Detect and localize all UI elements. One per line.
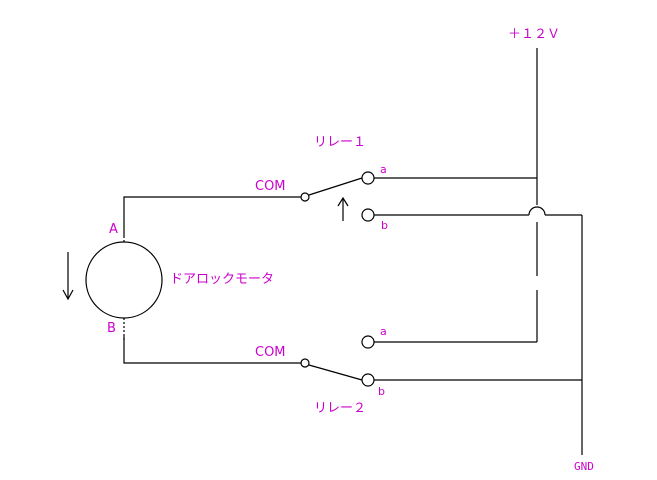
relay1-b-wire-crossover <box>528 206 546 216</box>
relay2-switch-arm <box>308 364 363 381</box>
relay2-contact-a-terminal <box>361 335 375 349</box>
motor-direction-arrow-head <box>62 289 74 301</box>
relay1-contact-a-terminal <box>361 171 375 185</box>
relay1-contact-b-terminal <box>361 208 375 222</box>
relay1-label: リレー１ <box>314 135 366 150</box>
relay2-com-label: COM <box>255 345 286 360</box>
motor-terminal-b-label: B <box>107 321 116 336</box>
relay1-contact-a-label: a <box>380 163 387 176</box>
relay2-com-terminal <box>300 358 310 368</box>
relay1-switch-arm <box>308 177 363 196</box>
ground-label: GND <box>574 460 594 473</box>
relay2-com-to-motor-wire <box>123 336 301 364</box>
relay2-contact-b-label: b <box>378 385 385 398</box>
supply-label: ＋１２Ｖ <box>508 27 560 42</box>
relay1-com-to-motor-wire <box>123 196 301 236</box>
relay2-contact-a-label: a <box>380 325 387 338</box>
relay1-com-label: COM <box>255 179 286 194</box>
relay1-com-terminal <box>300 192 310 202</box>
relay2-contact-b-terminal <box>361 373 375 387</box>
motor-terminal-a-label: A <box>109 222 118 237</box>
motor-label: ドアロックモータ <box>170 272 274 287</box>
relay1-contact-b-label: b <box>381 219 388 232</box>
relay2-label: リレー２ <box>314 401 366 416</box>
relay1-arrow-head <box>337 196 349 207</box>
door-lock-motor <box>85 241 163 319</box>
